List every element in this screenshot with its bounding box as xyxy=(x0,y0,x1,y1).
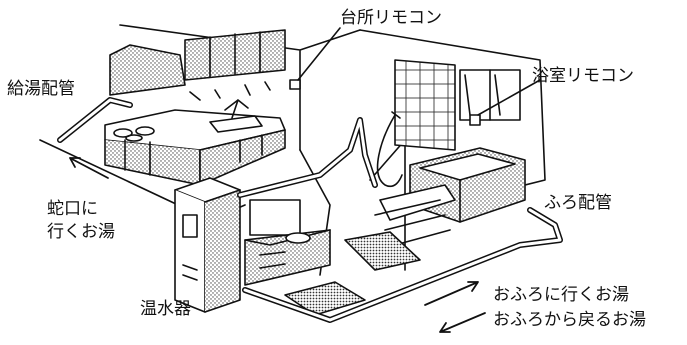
from-bath-label: おふろから戻るお湯 xyxy=(493,310,646,330)
bath-tile-wall xyxy=(394,59,456,151)
to-faucet-label: 蛇口に 行くお湯 xyxy=(47,199,115,242)
hot-water-pipe-label: 給湯配管 xyxy=(7,79,75,99)
to-bath-arrow xyxy=(424,281,479,306)
bath-mat-upper xyxy=(344,231,421,271)
bathtub xyxy=(409,147,526,223)
water-heater-label: 温水器 xyxy=(140,299,191,319)
kitchen-remote-label: 台所リモコン xyxy=(340,8,442,28)
bath-remote-leader xyxy=(477,79,541,116)
from-bath-arrow xyxy=(439,312,486,333)
stairs xyxy=(374,184,456,246)
kitchen-remote-leader xyxy=(297,27,341,81)
water-heater xyxy=(174,177,241,313)
kitchen-remote-box xyxy=(289,79,301,90)
shower-hose xyxy=(376,114,403,188)
bath-remote-label: 浴室リモコン xyxy=(532,66,634,86)
vanity xyxy=(244,199,331,286)
bath-pipe-label: ふろ配管 xyxy=(544,193,612,213)
kitchen-counter xyxy=(104,99,286,186)
kitchen-cabinets xyxy=(109,29,286,101)
to-faucet-arrow xyxy=(69,157,109,179)
to-bath-label: おふろに行くお湯 xyxy=(493,285,629,305)
bath-remote-box xyxy=(469,114,481,126)
